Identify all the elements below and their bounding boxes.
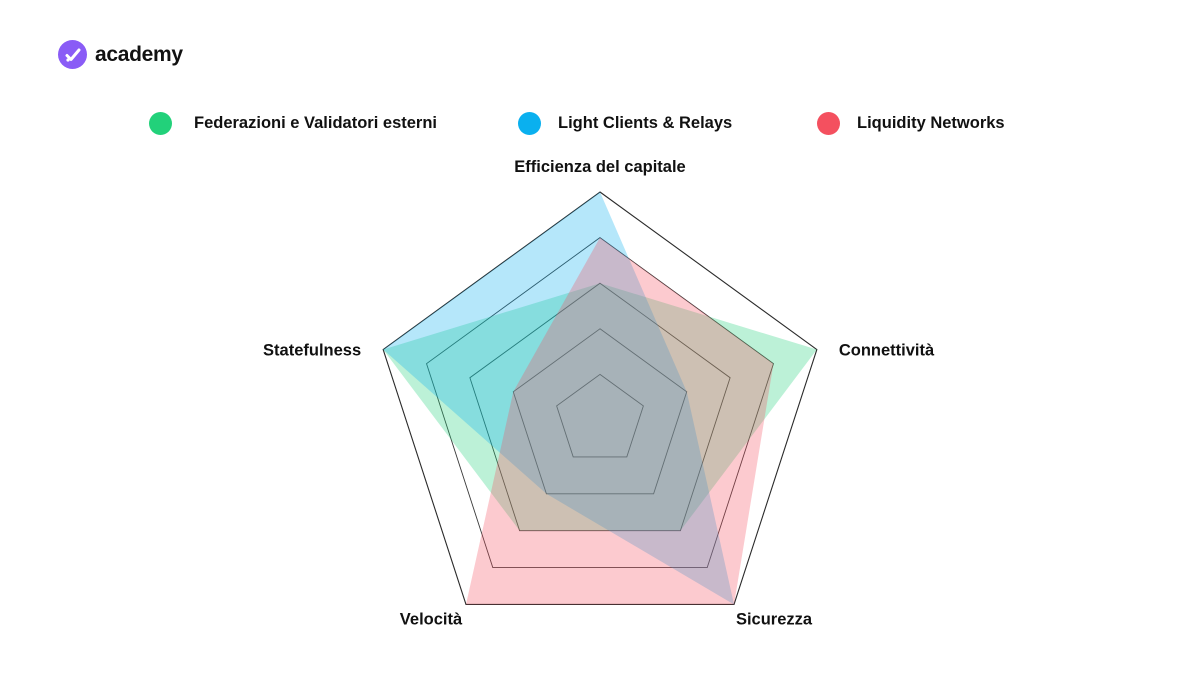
- series-area: [383, 192, 735, 605]
- logo-text: academy: [95, 42, 183, 66]
- legend-item-liquidity-networks: Liquidity Networks: [817, 112, 1005, 135]
- grid-ring: [512, 328, 688, 495]
- axis-labels: Efficienza del capitaleConnettivitàSicur…: [263, 158, 935, 628]
- axis-label: Sicurezza: [736, 610, 813, 628]
- radar-grid: [382, 191, 818, 606]
- axis-label: Connettività: [839, 342, 935, 360]
- axis-label: Statefulness: [263, 342, 361, 360]
- grid-ring: [556, 373, 644, 458]
- legend-label: Liquidity Networks: [857, 114, 1005, 132]
- legend-swatch: [518, 112, 541, 135]
- series-area: [465, 237, 774, 605]
- legend-item-light-clients: Light Clients & Relays: [518, 112, 732, 135]
- grid-ring: [425, 237, 775, 569]
- legend-label: Light Clients & Relays: [558, 114, 733, 132]
- radar-series: [383, 192, 817, 605]
- axis-label: Velocità: [400, 610, 463, 628]
- legend-item-federazioni: Federazioni e Validatori esterni: [149, 112, 437, 135]
- axis-label: Efficienza del capitale: [514, 158, 685, 176]
- checkmark-icon: [58, 40, 87, 69]
- series-area: [383, 283, 817, 531]
- legend-swatch: [817, 112, 840, 135]
- academy-logo: academy: [58, 40, 183, 69]
- legend-swatch: [149, 112, 172, 135]
- grid-ring: [469, 282, 731, 532]
- grid-ring: [382, 191, 818, 606]
- legend-label: Federazioni e Validatori esterni: [194, 114, 437, 132]
